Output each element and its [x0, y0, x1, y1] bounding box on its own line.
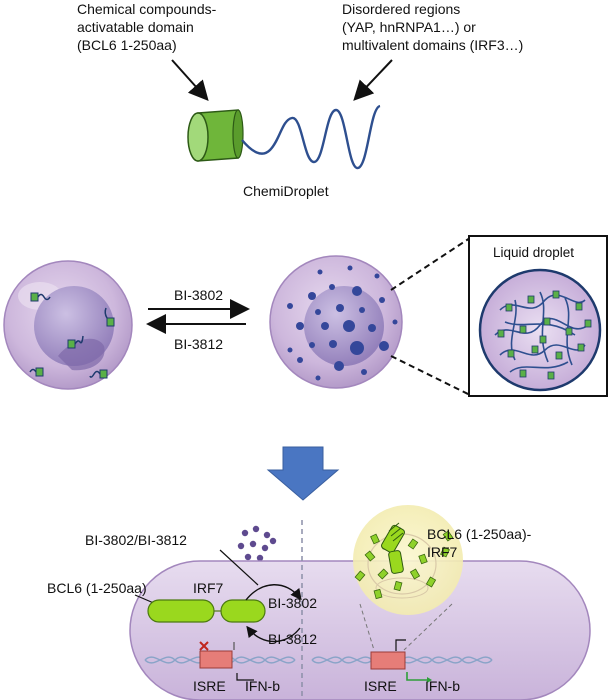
middle-panel: BI-3802 BI-3812	[3, 235, 608, 397]
construct-icon	[67, 335, 84, 349]
irf7-domain-capsule	[220, 599, 266, 623]
promoter-mark	[395, 639, 406, 651]
drug-pointer-line	[219, 549, 259, 586]
reverse-curve-arrow	[246, 625, 301, 643]
ifnb-label-right: IFN-b	[425, 678, 460, 694]
construct-icon	[30, 292, 51, 302]
bottom-panel: BI-3802/BI-3812 BCL6 (1-250aa) IRF7 BI-3…	[47, 505, 591, 700]
drug-pair-label: BI-3802/BI-3812	[85, 532, 187, 548]
ifnb-label-left: IFN-b	[245, 678, 280, 694]
forward-curve-arrow	[245, 584, 302, 601]
isre-label-right: ISRE	[364, 678, 397, 694]
fusion-protein-glyph	[381, 522, 405, 574]
bcl6-domain-cylinder	[187, 109, 244, 162]
ifnb-active-arrow	[406, 672, 430, 681]
droplet-domains	[497, 290, 592, 380]
domain-pointer-arrow	[171, 59, 209, 101]
region-pointer-arrow	[353, 59, 393, 101]
fusion-label: BCL6 (1-250aa)- IRF7	[427, 526, 535, 560]
cell-after	[269, 255, 403, 389]
disordered-region-label: Disordered regions (YAP, hnRNPA1…) or mu…	[342, 1, 523, 53]
bcl6-domain-capsule	[147, 599, 215, 623]
disordered-linker-wave	[241, 104, 381, 170]
forward-drug-label-bottom: BI-3802	[268, 595, 317, 611]
zoom-line-top	[390, 237, 471, 291]
construct-name: ChemiDroplet	[243, 183, 329, 199]
irf7-label: IRF7	[193, 580, 224, 596]
construct-icon	[89, 369, 108, 379]
domain-label: Chemical compounds- activatable domain (…	[77, 1, 220, 53]
zoom-line-bottom	[390, 355, 471, 396]
cell-before	[3, 260, 133, 390]
isre-box-right	[370, 651, 406, 670]
forward-drug-label: BI-3802	[174, 287, 223, 303]
blocked-x-icon	[199, 641, 209, 651]
liquid-droplet-inset: Liquid droplet	[468, 235, 608, 397]
droplets	[287, 265, 398, 381]
top-panel: Chemical compounds- activatable domain (…	[77, 1, 523, 199]
bcl6-label: BCL6 (1-250aa)	[47, 580, 147, 596]
construct-icon	[29, 367, 44, 377]
ifnb-bracket-left	[236, 673, 254, 681]
inset-title: Liquid droplet	[493, 245, 574, 260]
isre-label-left: ISRE	[193, 678, 226, 694]
down-arrow	[266, 446, 340, 501]
fusion-condensate	[354, 522, 454, 600]
reverse-drug-label: BI-3812	[174, 336, 223, 352]
reverse-drug-label-bottom: BI-3812	[268, 631, 317, 647]
isre-box-left	[199, 650, 233, 669]
construct-icon	[104, 307, 115, 327]
drug-molecules	[237, 525, 277, 562]
